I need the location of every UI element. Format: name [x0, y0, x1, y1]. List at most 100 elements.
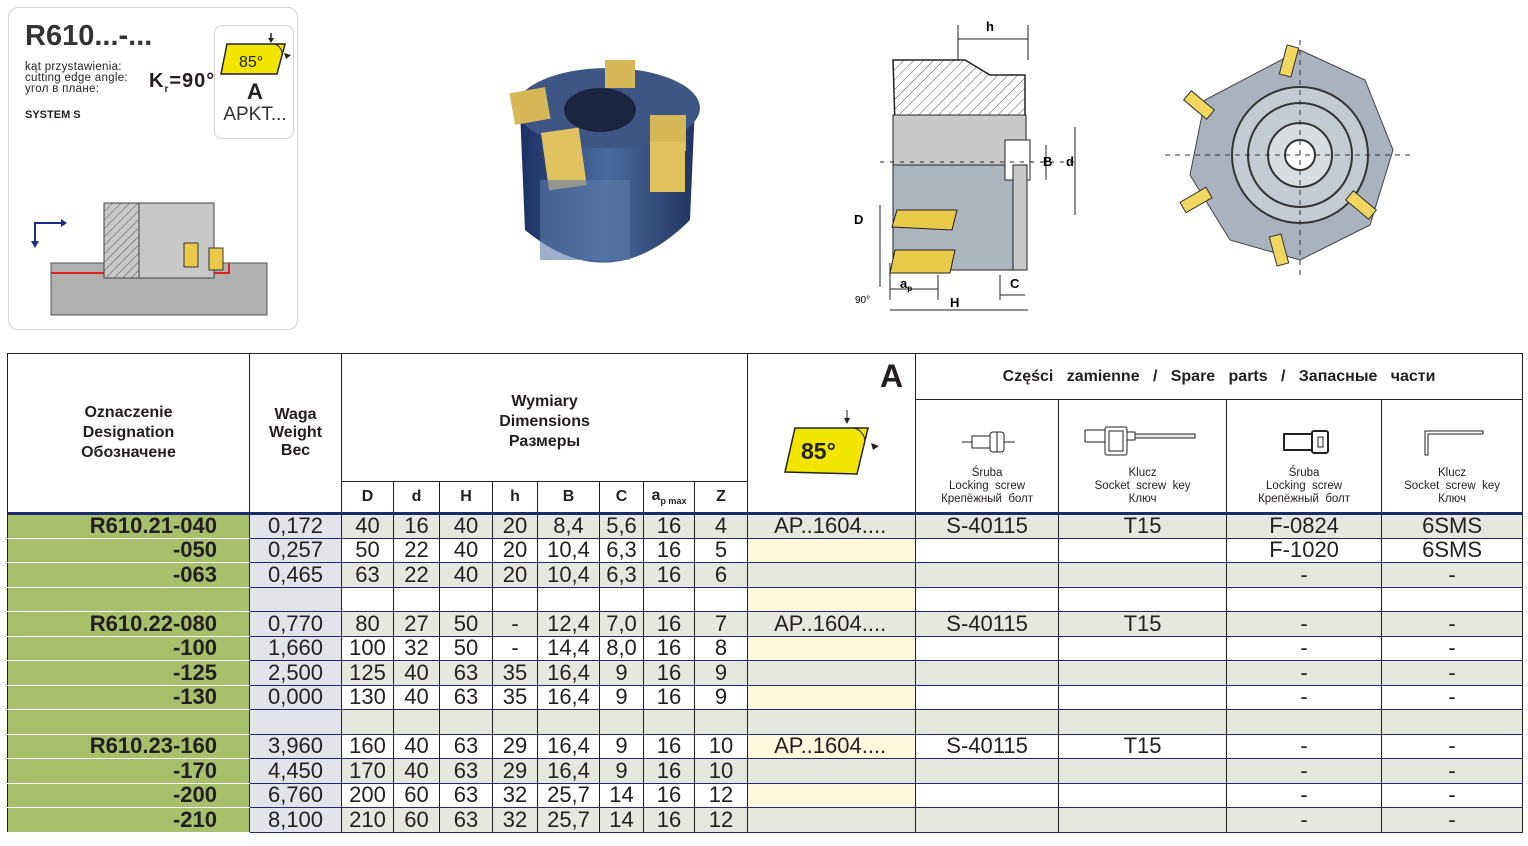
dim-col-C: C — [599, 481, 644, 514]
cell-C: 14 — [599, 783, 644, 808]
cell-C: 14 — [599, 807, 644, 833]
cell-s1 — [915, 807, 1060, 833]
cell-C — [599, 587, 644, 612]
cell-D — [341, 587, 394, 612]
cell-s1: S-40115 — [915, 512, 1060, 539]
cell-k1 — [1058, 783, 1228, 808]
kr-value: Kr=90° — [149, 70, 215, 95]
cell-w: 6,760 — [249, 783, 342, 808]
insert-letter-header: A — [879, 358, 904, 394]
cell-d: 22 — [393, 562, 440, 588]
cell-s2: - — [1226, 562, 1383, 588]
insert-header: A 85° — [747, 353, 917, 514]
locking-screw-icon — [1283, 430, 1330, 454]
dim-col-a: ap max — [643, 481, 695, 514]
spare-part-label: Locking screw — [949, 480, 1026, 492]
cell-des: R610.23-160 — [7, 734, 250, 759]
spare-part-label: Socket screw key — [1404, 480, 1500, 492]
cell-ins — [747, 807, 917, 833]
cell-s2: - — [1226, 807, 1383, 833]
cell-k1 — [1058, 709, 1228, 735]
cell-ins: AP..1604.... — [747, 734, 917, 759]
cell-s2: - — [1226, 783, 1383, 808]
spare-part-label: Śruba — [971, 467, 1003, 479]
cell-Z — [693, 709, 749, 735]
cell-s1: S-40115 — [915, 611, 1060, 637]
cell-k2 — [1381, 587, 1524, 612]
cell-w: 0,465 — [249, 562, 342, 588]
cell-ap: 16 — [643, 512, 695, 539]
cell-des: -170 — [7, 758, 250, 784]
spare-parts-header: Części zamienne / Spare parts / Запасные… — [915, 353, 1524, 400]
cell-h: 20 — [492, 512, 538, 539]
spare-part-label: Klucz — [1438, 467, 1467, 479]
insert-code: APKT... — [223, 104, 287, 125]
cell-ap: 16 — [643, 538, 695, 563]
cell-s1 — [915, 587, 1060, 612]
cell-H: 63 — [439, 734, 493, 759]
cell-Z: 6 — [693, 562, 749, 588]
cell-h — [492, 709, 538, 735]
cell-des: -100 — [7, 636, 250, 661]
cell-s2: F-0824 — [1226, 512, 1383, 539]
cell-C: 7,0 — [599, 611, 644, 637]
cell-ap: 16 — [643, 660, 695, 686]
dim-label-angle: 90° — [855, 295, 870, 306]
cell-ins — [747, 783, 917, 808]
cell-h: 32 — [492, 783, 538, 808]
cell-Z: 12 — [693, 783, 749, 808]
cell-d: 22 — [393, 538, 440, 563]
cell-k2: - — [1381, 636, 1524, 661]
cell-C: 9 — [599, 734, 644, 759]
cell-k1: T15 — [1058, 734, 1228, 759]
cell-k1 — [1058, 758, 1228, 784]
cell-ins — [747, 562, 917, 588]
cell-ap: 16 — [643, 562, 695, 588]
insert-angle-text: 85° — [801, 438, 836, 464]
cell-d: 27 — [393, 611, 440, 637]
cell-w — [249, 587, 342, 612]
cell-ap: 16 — [643, 807, 695, 833]
cell-w: 1,660 — [249, 636, 342, 661]
dim-label-D: D — [854, 212, 863, 227]
spare-part-label: Locking screw — [1266, 480, 1343, 492]
insert-shape-icon: 85° — [220, 33, 291, 75]
angle-label-en: cutting edge angle: — [25, 72, 128, 84]
cell-d: 40 — [393, 734, 440, 759]
cell-s2: - — [1226, 636, 1383, 661]
cell-C — [599, 709, 644, 735]
kr-sub: r — [164, 84, 170, 95]
cell-h: 29 — [492, 758, 538, 784]
cell-s1 — [915, 758, 1060, 784]
cell-B: 14,4 — [537, 636, 600, 661]
cell-ap: 16 — [643, 734, 695, 759]
cell-s1: S-40115 — [915, 734, 1060, 759]
cell-Z — [693, 587, 749, 612]
cell-d — [393, 587, 440, 612]
spare-part-label: Ключ — [1128, 493, 1157, 505]
cell-Z: 7 — [693, 611, 749, 637]
dim-col-D: D — [341, 481, 394, 514]
cell-ins — [747, 636, 917, 661]
cell-Z: 5 — [693, 538, 749, 563]
dim-col-h: h — [492, 481, 538, 514]
cell-des — [7, 587, 250, 612]
cell-D — [341, 709, 394, 735]
cell-d: 60 — [393, 783, 440, 808]
cell-D: 210 — [341, 807, 394, 833]
machining-diagram — [31, 202, 268, 316]
cell-h: - — [492, 636, 538, 661]
insert-angle-text: 85° — [239, 54, 263, 71]
cell-h: 20 — [492, 538, 538, 563]
cell-ap: 16 — [643, 611, 695, 637]
cell-Z: 12 — [693, 807, 749, 833]
dim-col-Z: Z — [693, 481, 749, 514]
cell-w: 8,100 — [249, 807, 342, 833]
